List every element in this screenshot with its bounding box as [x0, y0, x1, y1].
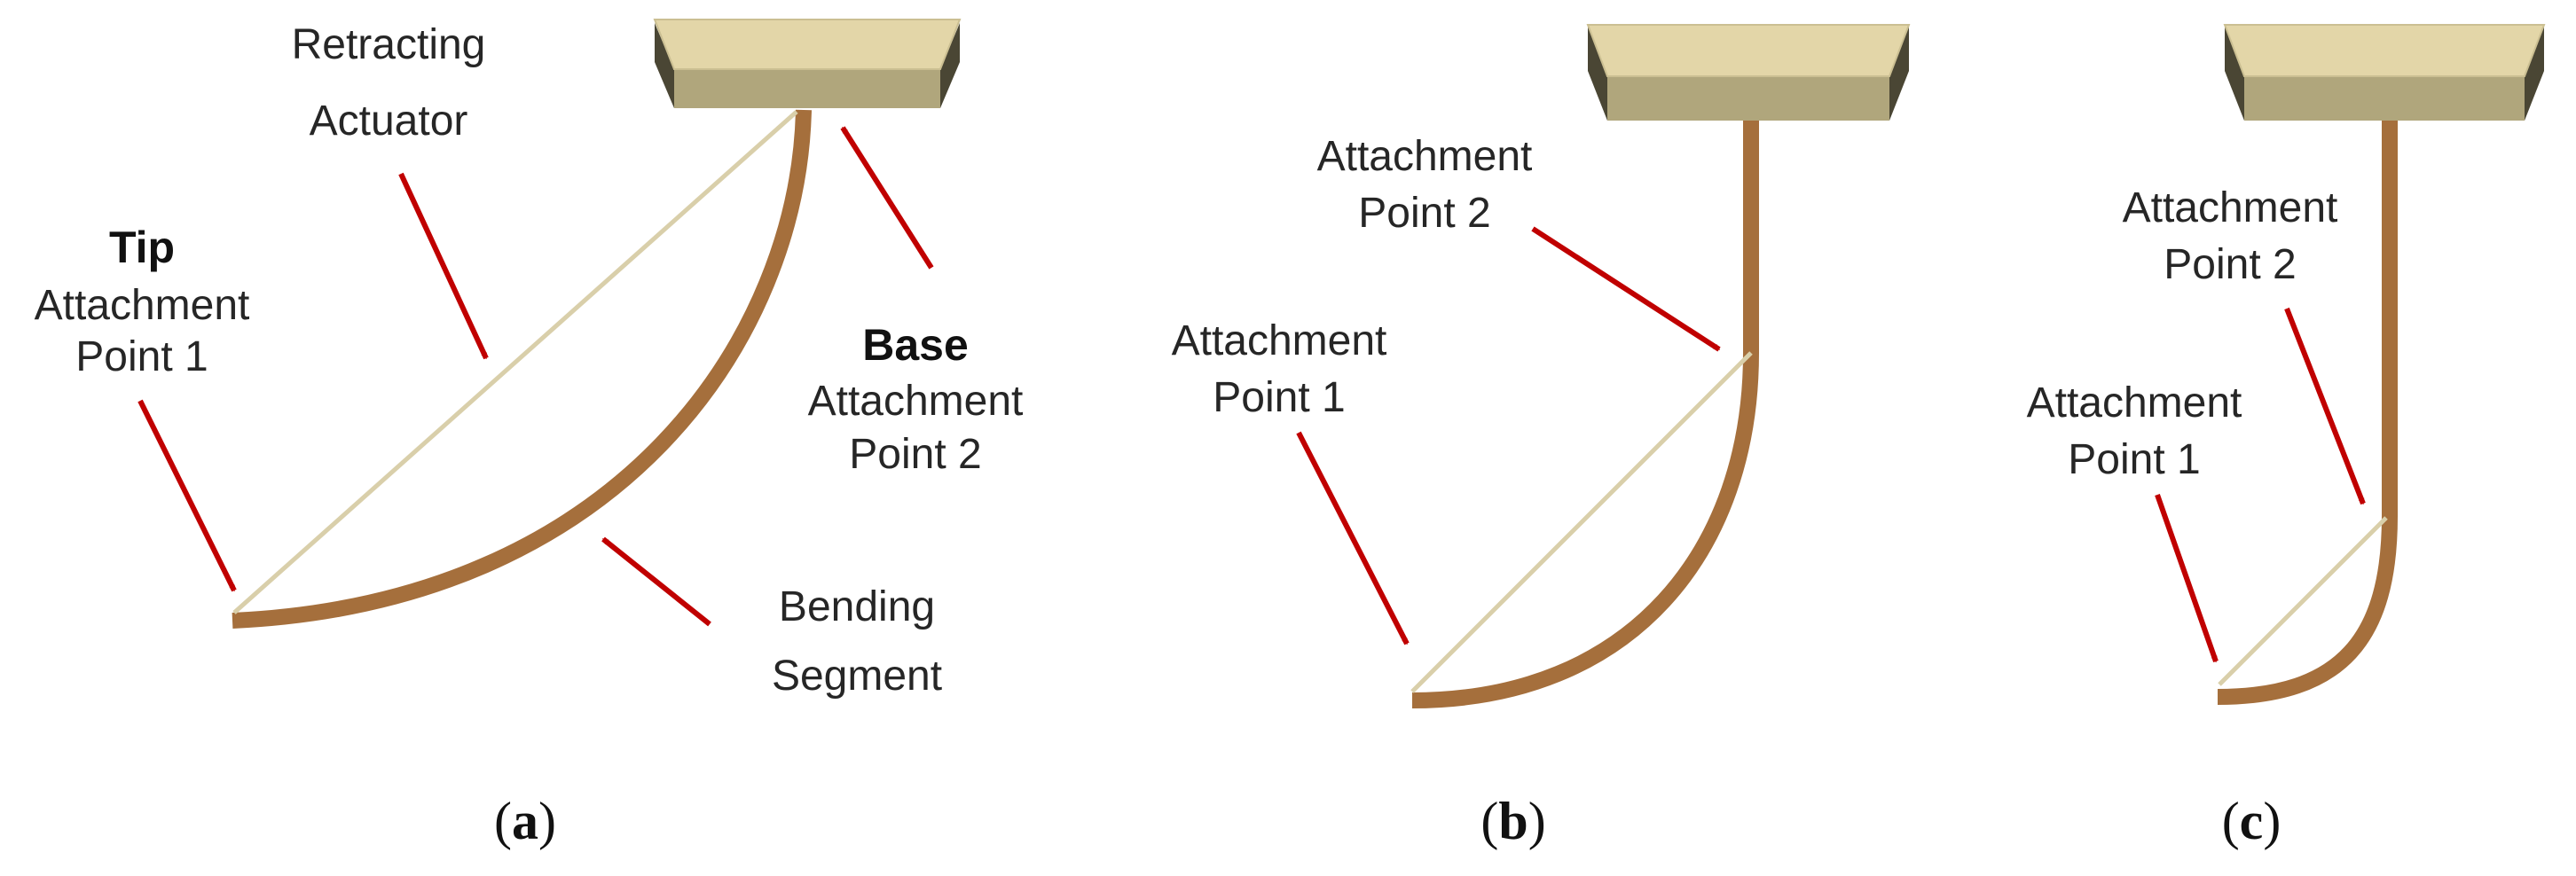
mounting-base-c: [2223, 24, 2546, 121]
caption-a: (a): [494, 792, 556, 850]
mount-left-side-a: [655, 23, 674, 108]
mount-right-side-c: [2525, 27, 2544, 121]
label-actuator-line2: Actuator: [310, 98, 468, 145]
label-c-p2-line2: Point 2: [2164, 241, 2296, 288]
mount-left-side-b: [1588, 27, 1607, 121]
retracting-actuator-a: [232, 110, 798, 614]
label-segment-line1: Bending: [779, 583, 935, 630]
mount-top-c: [2223, 24, 2546, 77]
arrow-point-2-b: [1531, 226, 1721, 352]
mounting-base-a: [653, 19, 962, 108]
label-segment-line2: Segment: [772, 653, 942, 700]
panel-c: Attachment Point 2 Attachment Point 1 (c…: [2027, 24, 2546, 850]
arrow-actuator: [398, 172, 489, 360]
caption-c: (c): [2222, 792, 2281, 850]
caption-b: (b): [1480, 792, 1545, 850]
label-base-line1: Attachment: [808, 378, 1024, 425]
mount-top-b: [1586, 24, 1911, 77]
arrow-point-1-c: [2155, 494, 2219, 663]
mount-right-side-b: [1889, 27, 1909, 121]
label-b-p2-line1: Attachment: [1317, 133, 1533, 180]
retracting-actuator-b: [1410, 351, 1753, 693]
label-actuator-line1: Retracting: [292, 21, 486, 68]
label-c-p1-line2: Point 1: [2068, 436, 2200, 483]
arrow-segment: [601, 536, 711, 627]
bending-segment-c: [2217, 121, 2398, 705]
label-b-p1-line1: Attachment: [1172, 317, 1387, 364]
label-c-p2-line1: Attachment: [2123, 184, 2338, 231]
bending-segment-a: [232, 109, 812, 629]
label-b-p1-line2: Point 1: [1213, 374, 1345, 421]
panel-b: Attachment Point 2 Attachment Point 1 (b…: [1172, 24, 1911, 850]
label-base-bold: Base: [862, 320, 969, 370]
label-tip-line2: Point 1: [75, 333, 208, 380]
panel-a: Retracting Actuator Tip Attachment Point…: [35, 19, 1024, 850]
mount-top-a: [653, 19, 962, 70]
arrow-point-1-b: [1296, 431, 1410, 645]
mount-left-side-c: [2225, 27, 2244, 121]
retracting-actuator-c: [2218, 516, 2388, 686]
mount-front-b: [1607, 76, 1889, 121]
mount-front-c: [2244, 76, 2525, 121]
label-tip-bold: Tip: [109, 223, 175, 272]
label-b-p2-line2: Point 2: [1358, 190, 1490, 237]
arrow-tip: [137, 399, 237, 592]
bending-segment-b: [1411, 121, 1759, 708]
mount-right-side-a: [940, 23, 960, 108]
label-c-p1-line1: Attachment: [2027, 379, 2242, 426]
label-base-line2: Point 2: [849, 431, 981, 478]
arrow-base: [840, 126, 934, 270]
arrow-point-2-c: [2284, 307, 2366, 505]
mounting-base-b: [1586, 24, 1911, 121]
label-tip-line1: Attachment: [35, 282, 250, 329]
mount-front-a: [674, 69, 940, 108]
